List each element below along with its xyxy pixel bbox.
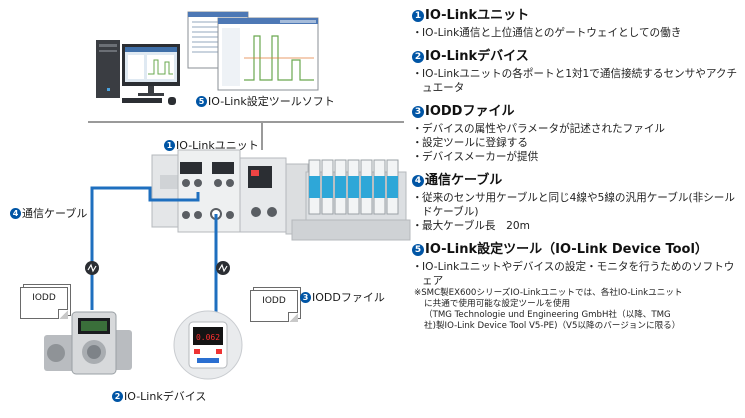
label-software-text: IO-Link設定ツールソフト: [208, 95, 335, 108]
number-badge: 2: [112, 391, 123, 402]
software-window-icon: [187, 11, 319, 91]
number-badge: 3: [300, 292, 311, 303]
number-badge: 5: [412, 244, 424, 256]
section-io-link-unit: 1IO-Linkユニット IO-Link通信と上位通信とのゲートウェイとしての働…: [412, 8, 742, 40]
bullet-item: IO-Linkユニットやデバイスの設定・モニタを行うためのソフトウェア: [412, 260, 742, 288]
number-badge: 2: [412, 51, 424, 63]
iodd-file-icon: IODD: [20, 287, 68, 319]
number-badge: 5: [196, 96, 207, 107]
io-link-symbol-icon: [216, 261, 230, 275]
bullet-item: IO-Linkユニットの各ポートと1対1で通信接続するセンサやアクチュエータ: [412, 67, 742, 95]
iodd-file-icon-label: IODD: [262, 296, 286, 306]
iodd-file-icon: IODD: [250, 290, 298, 322]
io-link-symbol-icon: [85, 261, 99, 275]
label-device-text: IO-Linkデバイス: [124, 390, 207, 403]
label-iodd-file-text: IODDファイル: [312, 291, 385, 304]
number-badge: 4: [10, 208, 21, 219]
monitor-icon: [122, 44, 180, 105]
section-io-link-device: 2IO-Linkデバイス IO-Linkユニットの各ポートと1対1で通信接続する…: [412, 49, 742, 95]
bullet-item: 最大ケーブル長 20m: [412, 219, 742, 233]
section-title-text: IODDファイル: [425, 104, 515, 119]
pc-tower-icon: [96, 40, 120, 98]
section-device-tool: 5IO-Link設定ツール（IO-Link Device Tool） IO-Li…: [412, 242, 742, 332]
number-badge: 3: [412, 106, 424, 118]
valve-array-graphic: [308, 159, 399, 215]
pressure-switch-device-graphic: [173, 310, 243, 380]
section-title-text: IO-Link設定ツール（IO-Link Device Tool）: [425, 242, 708, 257]
label-cable-text: 通信ケーブル: [22, 207, 88, 220]
section-title-text: IO-Linkユニット: [425, 8, 530, 23]
footnote-line: 社)製IO-Link Device Tool V5-PE)（V5以降のバージョン…: [424, 321, 681, 331]
pressure-display-digits: 0.062: [196, 333, 220, 342]
bullet-item: デバイスメーカーが提供: [412, 150, 742, 164]
number-badge: 1: [164, 140, 175, 151]
bullet-item: デバイスの属性やパラメータが記述されたファイル: [412, 122, 742, 136]
bullet-item: IO-Link通信と上位通信とのゲートウェイとしての働き: [412, 26, 742, 40]
number-badge: 1: [412, 10, 424, 22]
bullet-item: 従来のセンサ用ケーブルと同じ4線や5線の汎用ケーブル(非シールドケーブル): [412, 191, 742, 219]
number-badge: 4: [412, 175, 424, 187]
cable-to-flow-sensor: [90, 186, 200, 310]
flow-sensor-device-graphic: [44, 311, 132, 375]
footnote-line: （TMG Technologie und Engineering GmbH社（以…: [424, 310, 671, 320]
iodd-file-icon-label: IODD: [32, 293, 56, 303]
footnote-line: に共通で使用可能な設定ツールを使用: [424, 299, 571, 309]
description-panel: 1IO-Linkユニット IO-Link通信と上位通信とのゲートウェイとしての働…: [412, 8, 742, 341]
section-title-text: IO-Linkデバイス: [425, 49, 529, 64]
footnote-line: ※SMC製EX600シリーズIO-Linkユニットでは、各社IO-Linkユニッ…: [414, 288, 683, 298]
diagram-graphics: 0.062: [44, 11, 411, 380]
bullet-item: 設定ツールに登録する: [412, 136, 742, 150]
section-title-text: 通信ケーブル: [425, 173, 503, 188]
label-unit-text: IO-Linkユニット: [176, 139, 259, 152]
